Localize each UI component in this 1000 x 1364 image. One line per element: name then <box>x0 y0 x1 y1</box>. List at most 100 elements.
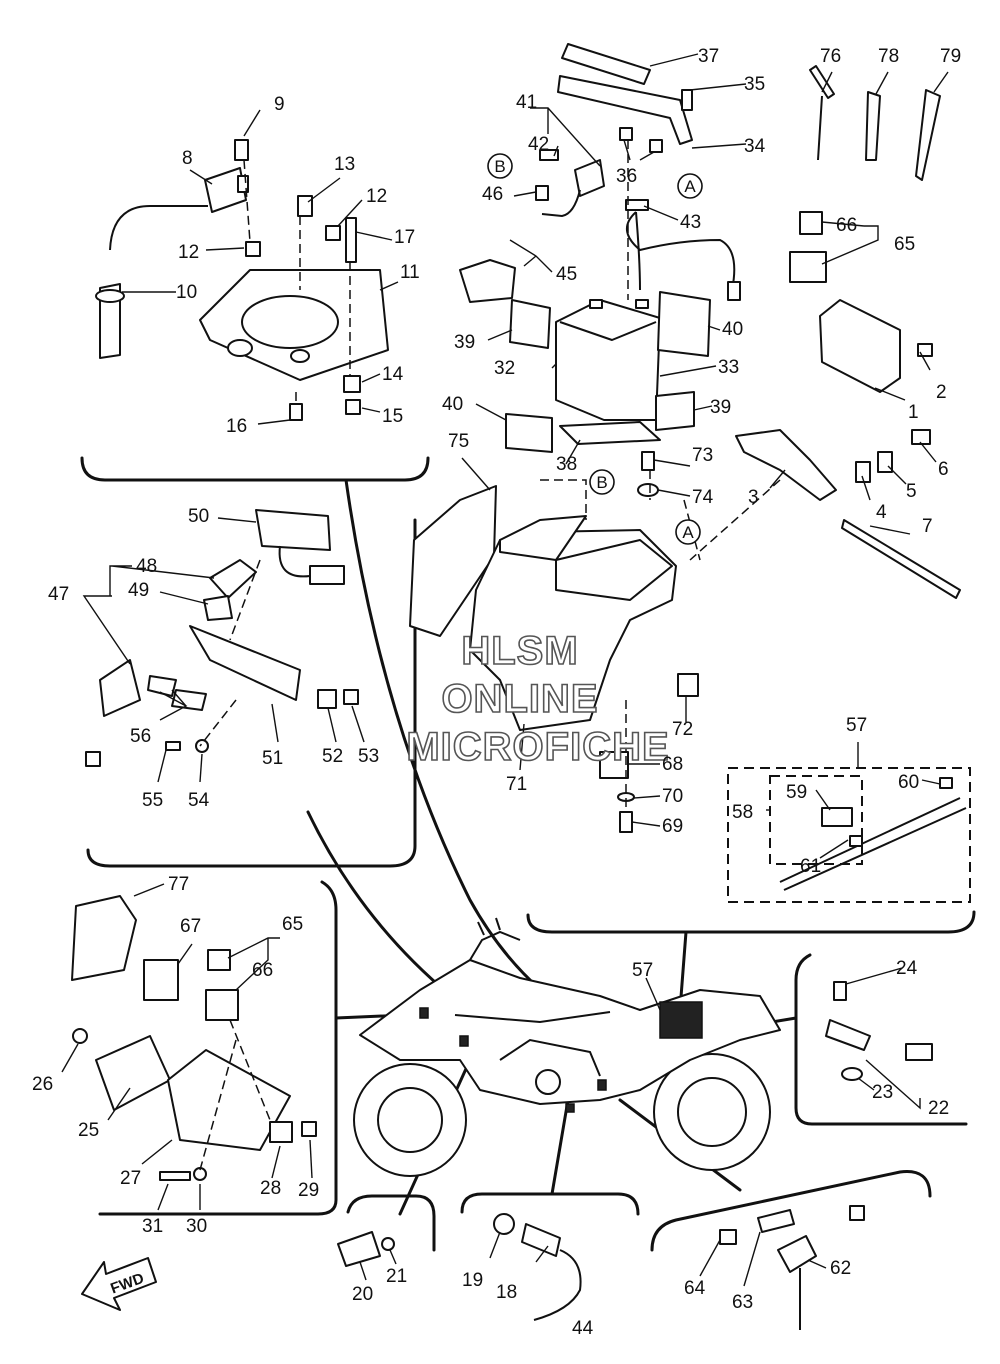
part-label: 10 <box>176 282 197 303</box>
part-label: 34 <box>744 136 766 157</box>
part-label: 40 <box>442 394 463 415</box>
part-label: 66 <box>836 215 857 236</box>
part-label: 26 <box>32 1074 53 1095</box>
wire-harness-detail <box>779 777 967 891</box>
ref-mark-a: A <box>684 177 696 196</box>
part-label: 72 <box>672 719 693 740</box>
rectifier-group <box>71 895 317 1181</box>
part-label: 57 <box>632 960 653 981</box>
part-label: 48 <box>136 556 157 577</box>
part-label: 45 <box>556 264 577 285</box>
ignition-coil-group <box>95 139 389 421</box>
part-label: 49 <box>128 580 149 601</box>
part-label: 65 <box>282 914 303 935</box>
part-label: 56 <box>130 726 151 747</box>
part-label: 27 <box>120 1168 141 1189</box>
part-label: 29 <box>298 1180 319 1201</box>
part-label: 9 <box>274 94 285 115</box>
part-label: 55 <box>142 790 163 811</box>
part-label: 68 <box>662 754 683 775</box>
part-label: 74 <box>692 487 714 508</box>
part-label: 14 <box>382 364 404 385</box>
part-label: 35 <box>744 74 765 95</box>
part-label: 43 <box>680 212 701 233</box>
part-label: 52 <box>322 746 343 767</box>
sensor-parts <box>337 981 933 1330</box>
part-label: 38 <box>556 454 577 475</box>
part-label: 21 <box>386 1266 407 1287</box>
part-label: 40 <box>722 319 743 340</box>
part-label: 32 <box>494 358 515 379</box>
part-label: 2 <box>936 382 947 403</box>
part-label: 59 <box>786 782 807 803</box>
part-label: 44 <box>572 1318 594 1339</box>
part-label: 62 <box>830 1258 851 1279</box>
part-label: 67 <box>180 916 201 937</box>
battery-group <box>459 43 741 453</box>
part-label: 31 <box>142 1216 163 1237</box>
part-label: 60 <box>898 772 919 793</box>
wire-harness-detail-box <box>727 767 971 903</box>
part-label: 6 <box>938 459 949 480</box>
part-label: 5 <box>906 481 917 502</box>
reference-markers: B A B A <box>487 153 703 545</box>
part-label: 61 <box>800 856 821 877</box>
part-label: 22 <box>928 1098 949 1119</box>
part-label: 33 <box>718 357 739 378</box>
part-label: 7 <box>922 516 933 537</box>
part-label: 58 <box>732 802 753 823</box>
part-label: 76 <box>820 46 841 67</box>
part-label: 20 <box>352 1284 373 1305</box>
part-label: 4 <box>876 502 887 523</box>
part-label: 57 <box>846 715 867 736</box>
part-label: 30 <box>186 1216 207 1237</box>
part-label: 73 <box>692 445 713 466</box>
part-label: 12 <box>366 186 387 207</box>
leader-lines <box>61 53 949 1287</box>
part-label: 77 <box>168 874 189 895</box>
part-label: 66 <box>252 960 273 981</box>
part-label: 15 <box>382 406 403 427</box>
forward-arrow: FWD <box>81 1257 157 1311</box>
part-label: 78 <box>878 46 899 67</box>
part-label: 3 <box>748 487 759 508</box>
part-label: 50 <box>188 506 209 527</box>
part-label: 53 <box>358 746 379 767</box>
part-label: 16 <box>226 416 247 437</box>
part-label: 65 <box>894 234 915 255</box>
part-label: 13 <box>334 154 355 175</box>
ref-mark-b: B <box>596 473 607 492</box>
part-label: 41 <box>516 92 537 113</box>
watermark-line2: ONLINE <box>441 677 598 721</box>
part-label: 12 <box>178 242 199 263</box>
part-labels: 1 2 3 4 5 6 7 8 9 10 11 12 12 13 14 15 1… <box>32 46 961 1339</box>
watermark: HLSM ONLINE MICROFICHE <box>406 628 670 770</box>
part-label: 23 <box>872 1082 893 1103</box>
part-label: 28 <box>260 1178 281 1199</box>
part-label: 1 <box>908 402 919 423</box>
watermark-line1: HLSM <box>461 629 578 673</box>
part-label: 75 <box>448 431 469 452</box>
part-label: 11 <box>400 262 420 283</box>
battery-box-group <box>409 451 699 833</box>
part-label: 51 <box>262 748 283 769</box>
part-label: 63 <box>732 1292 753 1313</box>
part-label: 70 <box>662 786 683 807</box>
part-label: 18 <box>496 1282 517 1303</box>
part-label: 71 <box>506 774 527 795</box>
part-label: 64 <box>684 1278 706 1299</box>
watermark-line3: MICROFICHE <box>406 725 669 769</box>
part-label: 24 <box>896 958 918 979</box>
ref-mark-b: B <box>494 157 505 176</box>
atv-illustration <box>353 917 781 1177</box>
ref-mark-a: A <box>682 523 694 542</box>
section-frames <box>80 456 976 1252</box>
part-label: 46 <box>482 184 503 205</box>
part-label: 39 <box>454 332 475 353</box>
part-label: 37 <box>698 46 719 67</box>
part-label: 19 <box>462 1270 483 1291</box>
part-label: 47 <box>48 584 69 605</box>
part-label: 42 <box>528 134 549 155</box>
main-switch-group <box>85 509 359 767</box>
